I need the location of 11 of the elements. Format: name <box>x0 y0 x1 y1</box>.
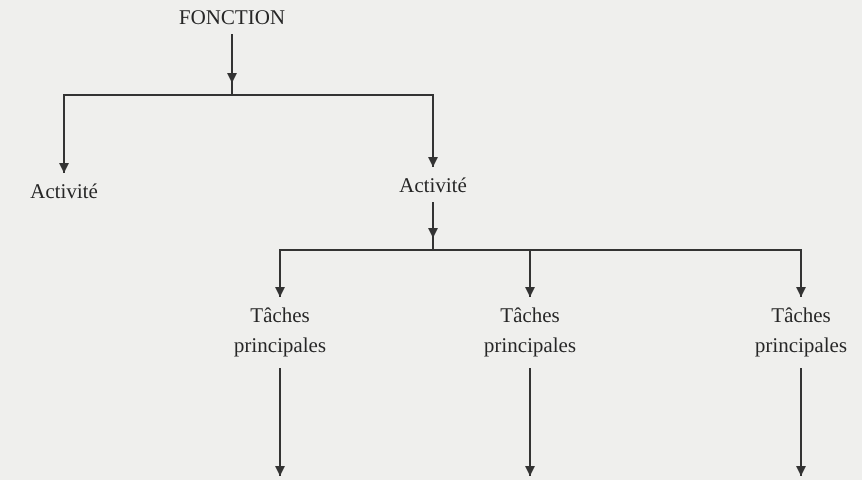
arrow <box>796 368 806 476</box>
node-label: Activité <box>398 172 468 199</box>
node-label: Tâches principales <box>232 302 328 360</box>
node-label: Activité <box>29 178 99 205</box>
arrow <box>227 34 237 83</box>
node-label: FONCTION <box>178 4 286 31</box>
arrow <box>525 368 535 476</box>
node-label: Tâches principales <box>754 302 848 360</box>
node-label: Tâches principales <box>482 302 578 360</box>
arrow <box>275 368 285 476</box>
arrow <box>428 202 438 238</box>
